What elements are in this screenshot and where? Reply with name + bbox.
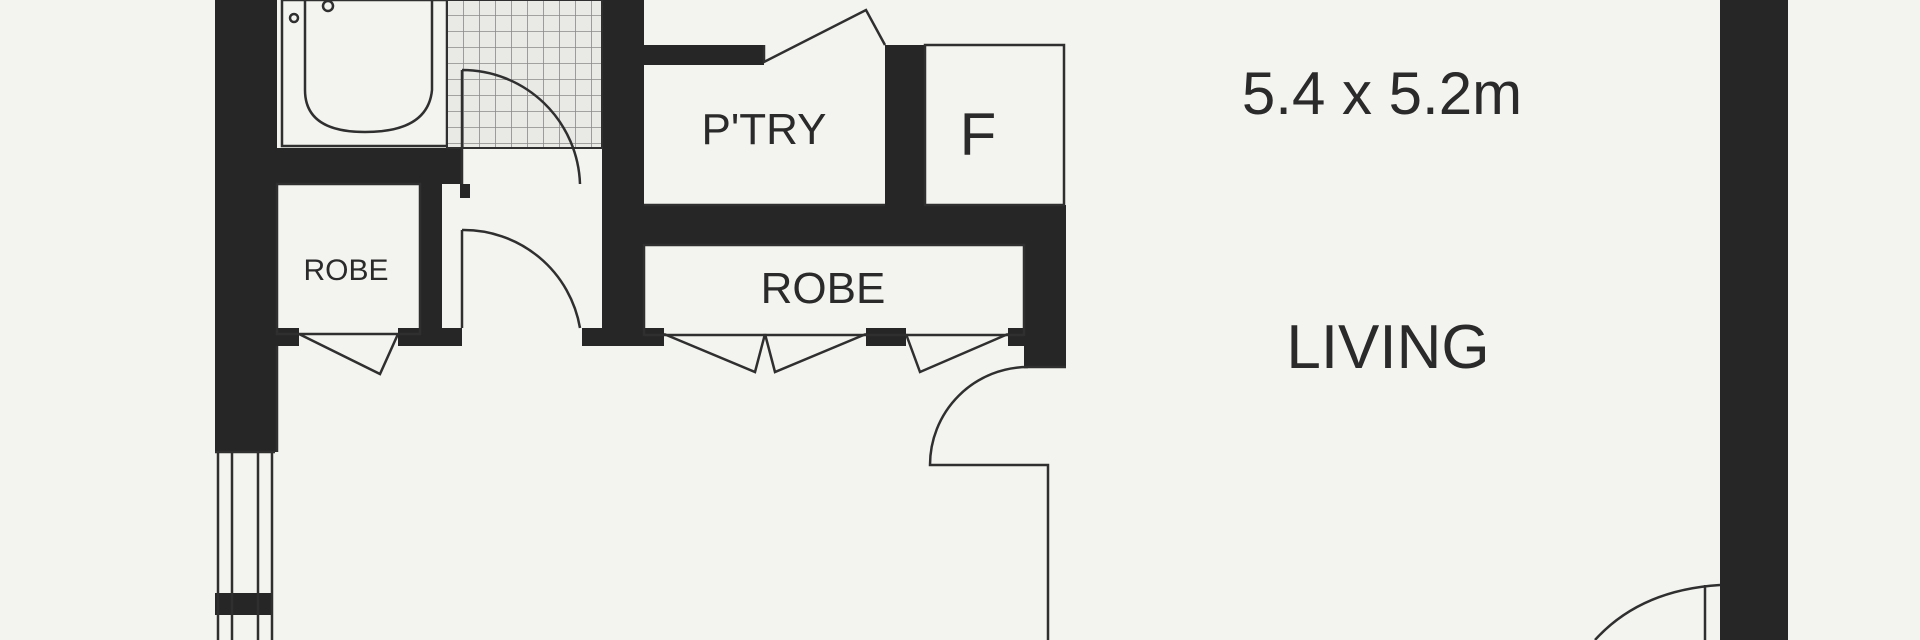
bath-tub-basin [303,0,434,134]
living-dimensions: 5.4 x 5.2m [1242,60,1522,127]
robe-large-bifold-left [663,332,767,374]
bath-tap [288,12,300,24]
robe-small-base-right [398,328,442,346]
robe-small-bifold [298,332,400,376]
room-outlines [275,43,1066,452]
left-window [215,450,275,640]
pantry-door [762,8,887,65]
robe-small-base-left [277,328,299,346]
living-label: LIVING [1286,313,1489,382]
robe-doors [298,332,1009,376]
fridge-label: F [960,101,997,168]
window-mullion [215,593,273,615]
pantry-top-wall [644,45,764,65]
robe-large-label: ROBE [761,264,886,313]
pantry-robe-wall [644,205,1064,245]
living-door [928,365,1050,640]
robe-small-outline [275,182,422,336]
pantry-fridge-wall [885,45,925,205]
bath-bottom-wall [277,148,462,184]
robe-large-base-right [1008,328,1026,346]
robe-large-base-left [644,328,664,346]
robe-large-bifold-mid [763,332,867,374]
robe-large-bifold-right [904,332,1009,374]
bath-plug [321,0,335,13]
corridor-stub-wall [460,184,470,198]
corridor-door [460,228,582,329]
central-wall [602,0,644,344]
robe-large-outline [642,243,1026,337]
robe-partition-wall [420,184,442,344]
right-exterior-wall [1720,0,1788,640]
bathroom [280,0,603,149]
doors [460,8,1721,640]
robe-small-label: ROBE [303,254,388,287]
tiled-floor [446,0,603,149]
left-exterior-wall [215,0,277,452]
living-corner-door [1594,583,1721,640]
robe-right-wall [1024,205,1066,367]
corridor-base-left [442,328,462,346]
fridge-outline [923,43,1066,207]
robe-large-base-mid [866,328,906,346]
bathroom-door [460,68,582,185]
pantry-label: P'TRY [702,105,827,154]
walls [215,0,1788,640]
corridor-base-right [582,328,644,346]
